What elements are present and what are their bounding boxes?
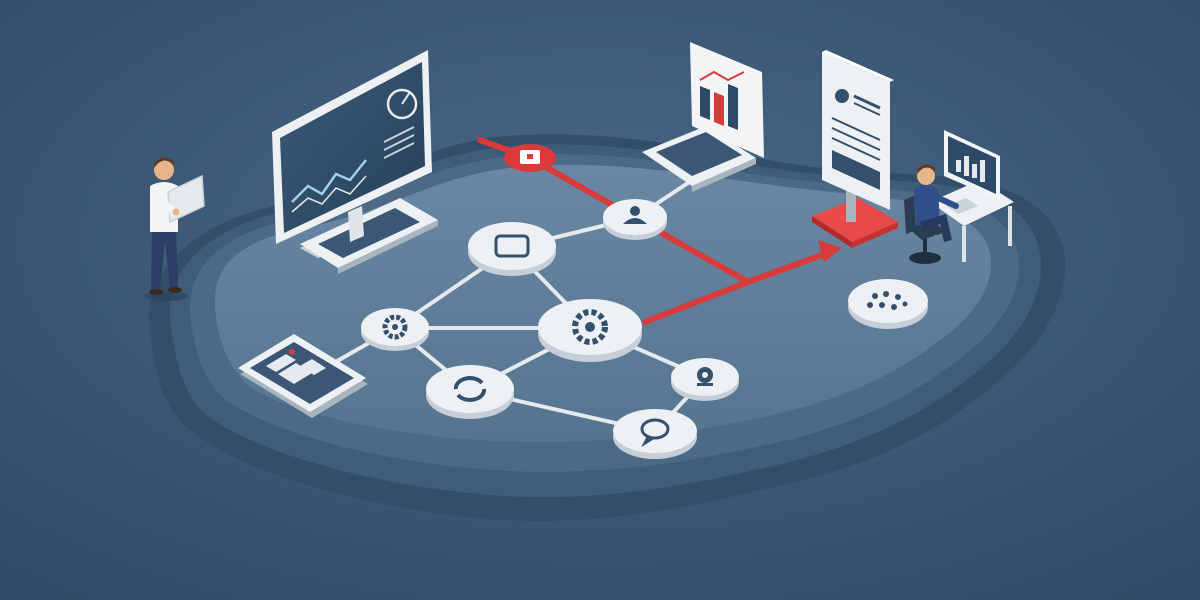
webcam-icon	[697, 367, 713, 386]
workstation[interactable]	[930, 130, 1014, 262]
laptop-bar-2	[714, 92, 724, 126]
camera-node[interactable]	[671, 358, 739, 401]
tablet-node[interactable]	[468, 222, 556, 276]
laptop-screen	[690, 42, 764, 158]
network-nodes	[361, 199, 928, 459]
security-path	[477, 137, 833, 325]
monitor-stand	[348, 206, 364, 242]
user-icon	[623, 206, 647, 224]
laptop-icon	[699, 70, 745, 130]
worker-head	[917, 167, 935, 185]
gear-icon	[382, 314, 408, 340]
worker-arm	[931, 193, 959, 209]
user-node[interactable]	[603, 199, 667, 240]
dots-node[interactable]	[848, 279, 928, 329]
desktop-monitor[interactable]	[272, 50, 438, 274]
gear-node-left[interactable]	[361, 308, 429, 351]
document-icon	[831, 89, 881, 190]
laptop-bar-1	[700, 86, 710, 120]
screen-pie-chart	[386, 88, 418, 120]
seated-worker-at-desk	[904, 164, 959, 264]
sync-gear-icon	[572, 309, 608, 345]
kiosk-pole	[846, 188, 856, 222]
chat-icon	[640, 418, 670, 448]
laptop-top[interactable]	[642, 42, 764, 192]
man-arm	[150, 190, 178, 216]
phone-icon	[266, 349, 326, 384]
chair-back	[904, 196, 916, 234]
sync-icon	[453, 376, 487, 402]
arrow-right-icon	[818, 240, 842, 262]
chair-base	[909, 252, 941, 264]
lock-icon	[504, 144, 556, 172]
chat-node[interactable]	[613, 409, 697, 459]
standing-man-with-tablet	[144, 157, 205, 301]
laptop-bar-3	[728, 84, 738, 130]
sync-node[interactable]	[426, 365, 514, 419]
screen-line-chart	[291, 159, 367, 203]
tablet-icon	[494, 234, 530, 258]
hub-node[interactable]	[538, 299, 642, 362]
worker-legs	[920, 214, 952, 242]
kiosk-display[interactable]	[822, 50, 894, 222]
smartphone[interactable]	[238, 334, 368, 418]
monitor-icon	[291, 88, 418, 213]
desk-icon	[956, 156, 985, 182]
dots-icon	[867, 291, 908, 310]
man-head	[154, 160, 174, 180]
security-path-line	[477, 137, 751, 285]
security-path-arrow-line	[642, 249, 833, 325]
man-legs	[151, 228, 178, 290]
keyboard-keys	[318, 208, 420, 258]
